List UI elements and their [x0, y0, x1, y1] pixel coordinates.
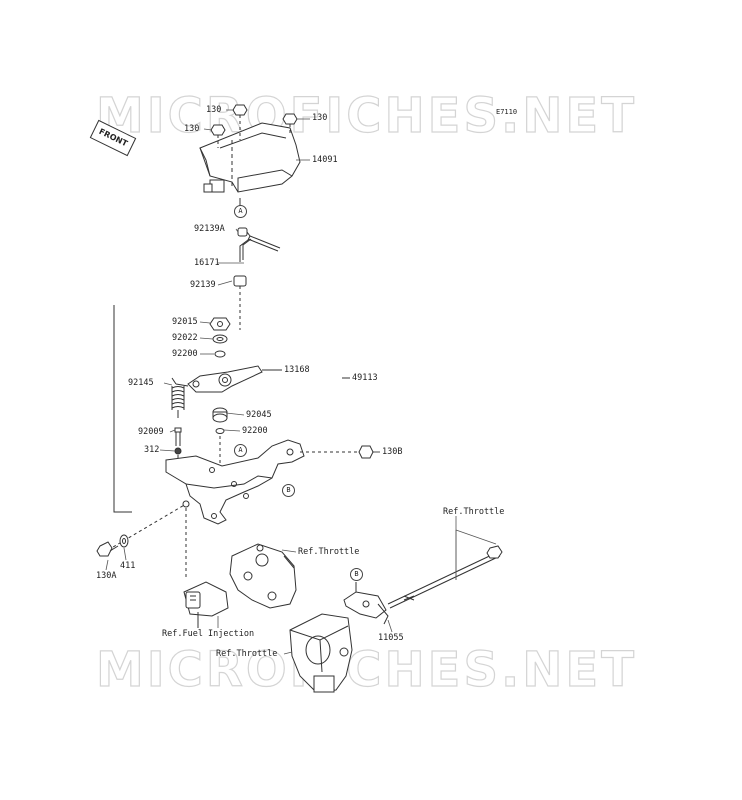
part-label-130b: 130B: [382, 447, 403, 457]
bolt-130a-part: [97, 501, 189, 580]
ref-throttle-right: Ref.Throttle: [443, 507, 505, 517]
part-label-92015: 92015: [172, 317, 198, 327]
part-label-92200-a: 92200: [172, 349, 198, 359]
part-label-49113: 49113: [352, 373, 378, 383]
part-label-11055: 11055: [378, 633, 404, 643]
callout-b-bracket: B: [282, 484, 295, 497]
lever-13168-part: [188, 366, 282, 392]
part-label-16171: 16171: [194, 258, 220, 268]
part-label-13168: 13168: [284, 365, 310, 375]
callout-a-upper: A: [234, 205, 247, 218]
part-label-130-b: 130: [184, 124, 200, 134]
assembly-outline: [114, 305, 132, 512]
spring-92145-part: [172, 378, 188, 418]
watermark-top: MICROFICHES.NET: [95, 88, 637, 144]
washer-stack: [210, 318, 230, 357]
part-label-14091: 14091: [312, 155, 338, 165]
part-label-130-a: 130: [206, 105, 222, 115]
callout-a-lower: A: [234, 444, 247, 457]
part-label-92045: 92045: [246, 410, 272, 420]
ref-fuel-injection: Ref.Fuel Injection: [162, 629, 255, 639]
callout-b-lever: B: [350, 568, 363, 581]
leader-lines: [106, 110, 496, 654]
part-label-312: 312: [144, 445, 160, 455]
part-label-92139: 92139: [190, 280, 216, 290]
collar-92045-part: [213, 408, 227, 468]
watermark-bottom: MICROFICHES.NET: [95, 642, 637, 698]
part-label-130a: 130A: [96, 571, 117, 581]
rod-16171-part: [234, 198, 280, 330]
throttle-body-part: [290, 614, 352, 692]
mounting-bracket-part: [166, 440, 362, 524]
ref-throttle-upper: Ref.Throttle: [298, 547, 360, 557]
fuel-injection-connector-part: [184, 582, 228, 628]
part-label-92200-b: 92200: [242, 426, 268, 436]
part-label-92139a: 92139A: [194, 224, 225, 234]
part-label-130-c: 130: [312, 113, 328, 123]
diagram-code: E7110: [496, 108, 518, 116]
throttle-shaft-part: [344, 546, 502, 624]
ecu-cover-part: [200, 123, 300, 192]
part-label-411: 411: [120, 561, 136, 571]
part-label-92009: 92009: [138, 427, 164, 437]
part-label-92145: 92145: [128, 378, 154, 388]
part-label-92022: 92022: [172, 333, 198, 343]
ref-throttle-lower: Ref.Throttle: [216, 649, 278, 659]
throttle-sensor-part: [230, 544, 296, 608]
